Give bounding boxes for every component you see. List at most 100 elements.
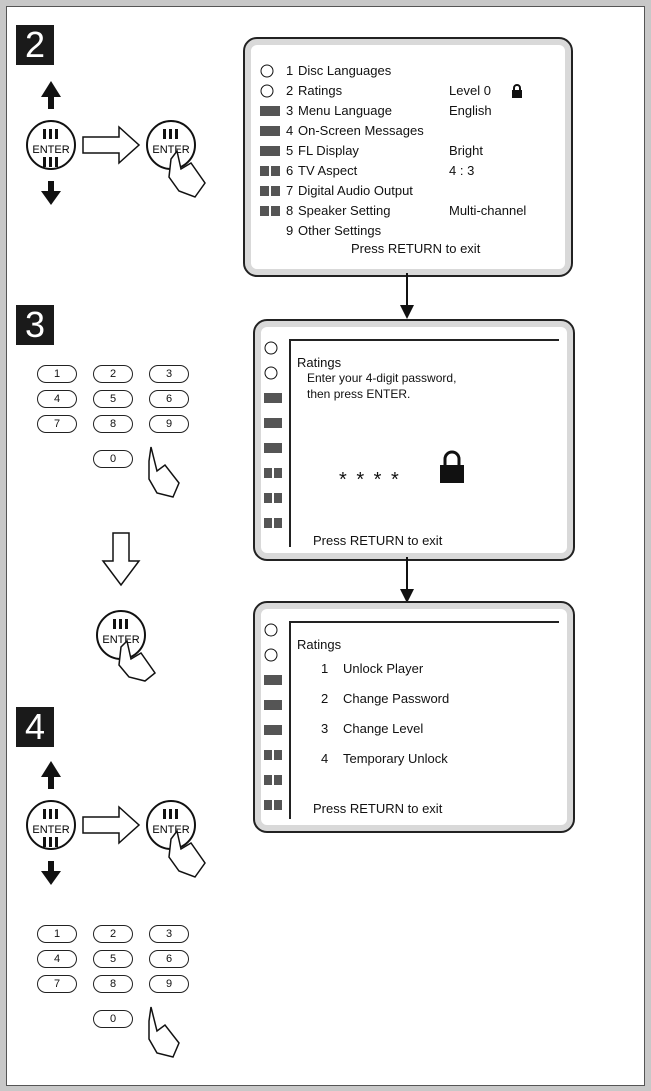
option-number: 1 xyxy=(321,661,329,676)
ratings-option-item[interactable]: 3 Change Level xyxy=(321,721,423,736)
key-1: 1 xyxy=(37,365,77,383)
hollow-down-arrow-icon xyxy=(101,532,141,587)
svg-text:ENTER: ENTER xyxy=(32,824,69,836)
menu-icon xyxy=(259,144,281,158)
menu-item-number: 7 xyxy=(286,183,294,198)
menu-item-number: 2 xyxy=(286,83,294,98)
password-instruction-line2: then press ENTER. xyxy=(307,387,411,401)
down-arrow-connector-2 xyxy=(400,557,414,603)
svg-text:ENTER: ENTER xyxy=(32,144,69,156)
key-1: 1 xyxy=(37,925,77,943)
key-8: 8 xyxy=(93,975,133,993)
option-label: Change Level xyxy=(343,721,424,736)
enter-button-press: ENTER xyxy=(96,610,157,682)
ratings-title: Ratings xyxy=(297,355,342,370)
menu-item-label: Digital Audio Output xyxy=(298,183,413,198)
key-9: 9 xyxy=(149,415,189,433)
menu-item-number: 9 xyxy=(286,223,294,238)
menu-item-label: Other Settings xyxy=(298,223,382,238)
key-3: 3 xyxy=(149,365,189,383)
down-arrow-connector xyxy=(400,273,414,319)
menu-item[interactable]: 8 Speaker Setting Multi-channel xyxy=(259,201,561,221)
disc-icon xyxy=(259,64,281,78)
menu-item-label: Disc Languages xyxy=(298,63,392,78)
ratings-option-item[interactable]: 4 Temporary Unlock xyxy=(321,751,448,766)
password-instruction-line1: Enter your 4-digit password, xyxy=(307,371,457,385)
menu-item[interactable]: 2 Ratings Level 0 xyxy=(259,81,561,101)
key-6: 6 xyxy=(149,950,189,968)
menu-item[interactable]: 1 Disc Languages xyxy=(259,61,561,81)
key-9: 9 xyxy=(149,975,189,993)
key-4: 4 xyxy=(37,950,77,968)
speaker-icon xyxy=(259,204,281,218)
step-3-badge: 3 xyxy=(16,305,54,345)
menu-item[interactable]: 5 FL Display Bright xyxy=(259,141,561,161)
ratings-option-item[interactable]: 2 Change Password xyxy=(321,691,449,706)
key-5: 5 xyxy=(93,950,133,968)
menu-item[interactable]: 9 Other Settings xyxy=(259,221,561,241)
menu-item-number: 5 xyxy=(286,143,294,158)
key-5: 5 xyxy=(93,390,133,408)
menu-item-number: 3 xyxy=(286,103,294,118)
menu-item-number: 1 xyxy=(286,63,294,78)
menu-item-label: FL Display xyxy=(298,143,359,158)
disc-icon xyxy=(259,84,281,98)
option-number: 2 xyxy=(321,691,329,706)
menu-item[interactable]: 7 Digital Audio Output xyxy=(259,181,561,201)
key-8: 8 xyxy=(93,415,133,433)
menu-item-value: English xyxy=(449,103,492,118)
key-7: 7 xyxy=(37,415,77,433)
menu-item-value: 4 : 3 xyxy=(449,163,475,178)
setup-menu-screen: 1 Disc Languages 2 Ratings Level 0 3 Menu Lang… xyxy=(243,37,573,277)
ratings-option-item[interactable]: 1 Unlock Player xyxy=(321,661,423,676)
menu-icon xyxy=(259,124,281,138)
screen2-exit-text: Press RETURN to exit xyxy=(313,533,443,548)
key-3: 3 xyxy=(149,925,189,943)
key-4: 4 xyxy=(37,390,77,408)
lock-icon xyxy=(440,450,464,483)
option-label: Change Password xyxy=(343,691,450,706)
ratings-title: Ratings xyxy=(297,637,342,652)
screen3-icon-column xyxy=(263,623,287,823)
tv-icon xyxy=(259,164,281,178)
password-mask: * * * * xyxy=(339,469,401,491)
option-number: 3 xyxy=(321,721,329,736)
key-2: 2 xyxy=(93,925,133,943)
menu-item-label: On-Screen Messages xyxy=(298,123,424,138)
pointing-hand-icon xyxy=(148,446,180,498)
menu-item-value: Level 0 xyxy=(449,83,491,98)
enter-button-with-arrows-2: ENTER ENTER xyxy=(26,761,206,885)
pointing-hand-icon xyxy=(148,1006,180,1058)
menu-item[interactable]: 3 Menu Language English xyxy=(259,101,561,121)
menu-item-value: Bright xyxy=(449,143,483,158)
svg-text:ENTER: ENTER xyxy=(102,634,139,646)
key-6: 6 xyxy=(149,390,189,408)
menu-item-number: 6 xyxy=(286,163,294,178)
option-label: Temporary Unlock xyxy=(343,751,448,766)
menu-item-label: Speaker Setting xyxy=(298,203,391,218)
menu-item[interactable]: 6 TV Aspect 4 : 3 xyxy=(259,161,561,181)
step-2-badge: 2 xyxy=(16,25,54,65)
screen2-icon-column xyxy=(263,341,287,541)
key-2: 2 xyxy=(93,365,133,383)
menu-item-label: Menu Language xyxy=(298,103,392,118)
menu-item[interactable]: 4 On-Screen Messages xyxy=(259,121,561,141)
menu-item-number: 8 xyxy=(286,203,294,218)
lock-icon xyxy=(511,84,523,104)
menu-item-label: Ratings xyxy=(298,83,343,98)
menu-item-number: 4 xyxy=(286,123,294,138)
key-0: 0 xyxy=(93,450,133,468)
screen1-exit-text: Press RETURN to exit xyxy=(351,241,481,256)
option-number: 4 xyxy=(321,751,329,766)
svg-text:ENTER: ENTER xyxy=(152,144,189,156)
enter-button-with-arrows: ENTER ENTER xyxy=(26,81,206,205)
step-4-badge: 4 xyxy=(16,707,54,747)
numeric-keypad: 1 2 3 4 5 6 7 8 9 0 xyxy=(37,365,227,498)
menu-item-value: Multi-channel xyxy=(449,203,527,218)
menu-item-label: TV Aspect xyxy=(298,163,358,178)
key-0: 0 xyxy=(93,1010,133,1028)
option-label: Unlock Player xyxy=(343,661,424,676)
